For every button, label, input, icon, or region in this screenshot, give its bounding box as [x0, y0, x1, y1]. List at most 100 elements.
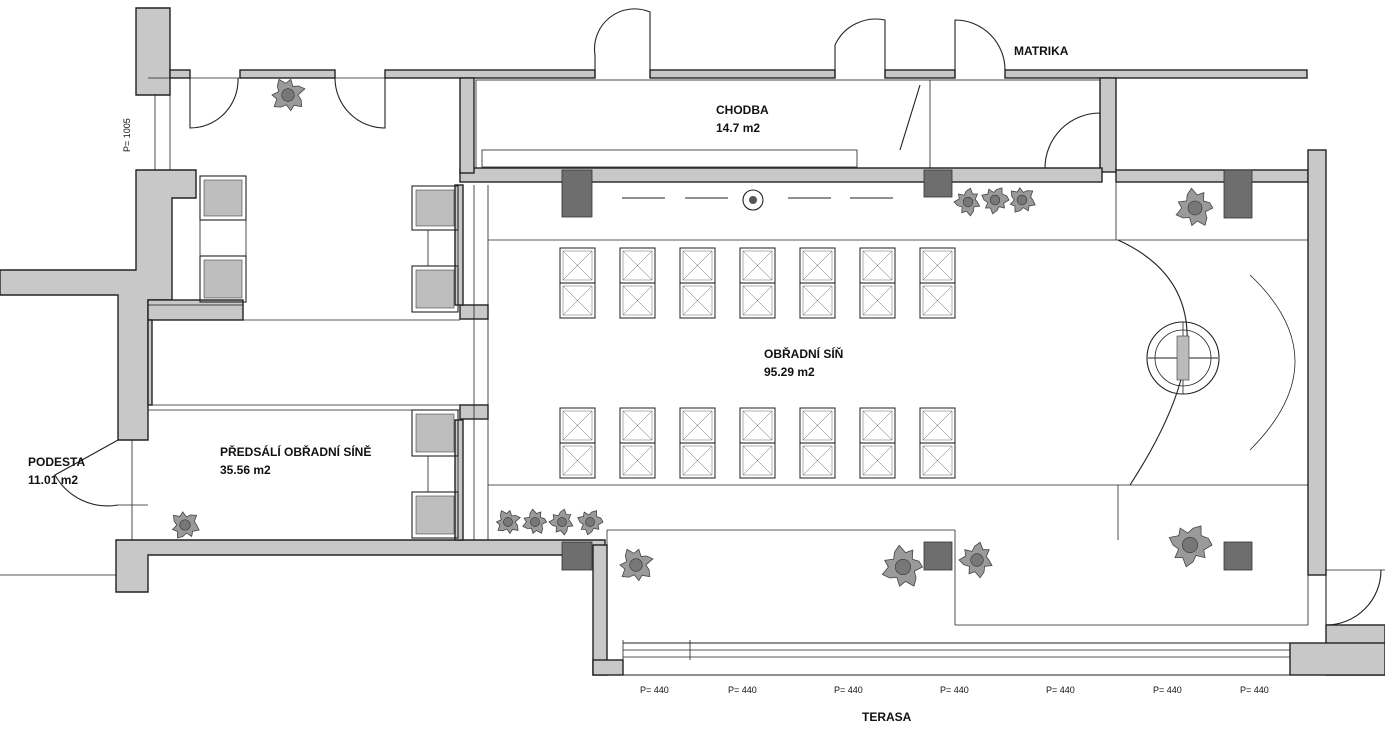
- room-name-matrika: MATRIKA: [1014, 44, 1069, 58]
- chair: [799, 282, 836, 319]
- door: [593, 8, 651, 78]
- wall-lights: [622, 189, 893, 211]
- column: [923, 169, 953, 198]
- room-name-chodba: CHODBA: [716, 103, 769, 117]
- plant: [1175, 187, 1214, 227]
- door: [189, 77, 239, 129]
- wall-top-1: [239, 69, 336, 79]
- room-name-obradni: OBŘADNÍ SÍŇ: [764, 346, 843, 361]
- wall-top-2: [384, 69, 596, 79]
- plant: [1009, 187, 1036, 213]
- door: [834, 18, 886, 78]
- room-area-obradni: 95.29 m2: [764, 365, 815, 379]
- height-label-left-wall: P= 1005: [122, 118, 132, 152]
- chair: [679, 247, 716, 284]
- wall-partition-2: [147, 319, 153, 406]
- column: [561, 169, 593, 218]
- plant: [577, 510, 604, 536]
- columns: [561, 169, 1253, 571]
- chair: [559, 407, 596, 444]
- plant: [881, 544, 924, 587]
- chair: [919, 407, 956, 444]
- chair: [859, 247, 896, 284]
- chair: [619, 247, 656, 284]
- apse: [1117, 239, 1188, 486]
- room-name-podesta: PODESTA: [28, 455, 85, 469]
- chair: [919, 247, 956, 284]
- wall-top-5: [1004, 69, 1308, 79]
- wall-top-left: [169, 69, 191, 79]
- chair: [619, 407, 656, 444]
- wall-matrika-bottom: [1115, 169, 1309, 183]
- chair: [559, 442, 596, 479]
- height-label-terasa: P= 440: [1046, 685, 1075, 695]
- chair: [859, 442, 896, 479]
- plant: [958, 541, 993, 579]
- plant: [1168, 525, 1213, 568]
- doors: [54, 8, 1382, 626]
- door: [1325, 569, 1382, 626]
- height-label-terasa: P= 440: [940, 685, 969, 695]
- chair: [919, 282, 956, 319]
- wall-terrace-left: [592, 544, 608, 676]
- walls: [0, 7, 1385, 676]
- chair: [619, 442, 656, 479]
- wall-partition-5: [454, 184, 464, 306]
- height-label-terasa: P= 440: [1153, 685, 1182, 695]
- room-area-chodba: 14.7 m2: [716, 121, 760, 135]
- plant: [981, 187, 1010, 215]
- wall-terrace-bottom: [592, 659, 624, 676]
- plants: [171, 78, 1214, 587]
- wall-partition-1: [147, 299, 244, 321]
- labels: CHODBA 14.7 m2 MATRIKA OBŘADNÍ SÍŇ 95.29…: [28, 44, 1269, 724]
- room-name-predsali: PŘEDSÁLÍ OBŘADNÍ SÍNĚ: [220, 444, 371, 459]
- plant: [619, 548, 654, 582]
- chair: [559, 247, 596, 284]
- chair: [859, 407, 896, 444]
- armchairs: [199, 175, 459, 539]
- chair: [799, 442, 836, 479]
- chair: [919, 442, 956, 479]
- height-label-terasa: P= 440: [640, 685, 669, 695]
- bench: [481, 149, 858, 168]
- chair: [679, 282, 716, 319]
- column: [1223, 541, 1253, 571]
- chair: [739, 247, 776, 284]
- height-label-terasa: P= 440: [728, 685, 757, 695]
- chair: [739, 282, 776, 319]
- wall-matrika-left: [1099, 77, 1117, 173]
- room-name-terasa: TERASA: [862, 710, 912, 724]
- height-label-terasa: P= 440: [1240, 685, 1269, 695]
- chairs: [559, 247, 956, 479]
- wall-top-3: [649, 69, 836, 79]
- door: [1044, 112, 1101, 169]
- plant: [548, 508, 574, 536]
- wall-chodba-bottom: [459, 167, 1103, 183]
- wall-right-bottom: [1289, 642, 1385, 676]
- wall-left-upper: [135, 7, 171, 96]
- chair: [739, 442, 776, 479]
- door: [54, 439, 119, 507]
- chair: [619, 282, 656, 319]
- chair: [799, 247, 836, 284]
- plant: [495, 509, 521, 535]
- plant: [953, 187, 981, 217]
- room-area-podesta: 11.01 m2: [28, 473, 78, 487]
- ceremony-table: [1146, 321, 1220, 395]
- chair: [859, 282, 896, 319]
- plant: [171, 511, 200, 539]
- chair: [799, 407, 836, 444]
- height-label-terasa: P= 440: [834, 685, 863, 695]
- plant: [271, 78, 306, 112]
- chair: [739, 407, 776, 444]
- wall-bottom-left: [115, 539, 606, 593]
- column: [1223, 169, 1253, 219]
- chair: [679, 442, 716, 479]
- wall-chodba-left: [459, 77, 475, 174]
- door: [334, 77, 386, 129]
- column: [561, 541, 593, 571]
- door: [954, 19, 1006, 78]
- wall-partition-6: [454, 419, 464, 541]
- chair: [559, 282, 596, 319]
